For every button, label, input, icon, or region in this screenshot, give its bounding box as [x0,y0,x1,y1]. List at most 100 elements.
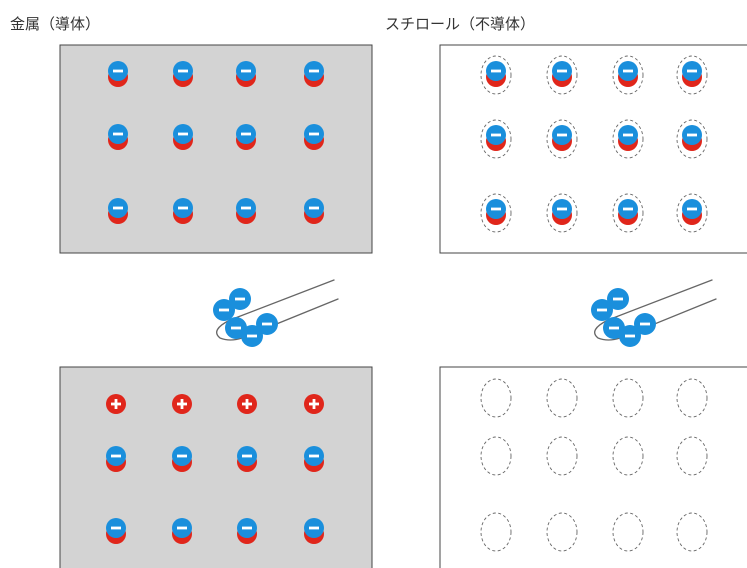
dashed-orbit [480,436,512,476]
panel-frame [439,366,747,568]
bound-charge-pair [304,198,324,224]
bound-charge-pair [304,124,324,150]
dashed-orbit [612,378,644,418]
minus-sign [623,69,633,73]
dashed-orbit [676,378,708,418]
plus-sign-v [180,399,184,409]
minus-sign [557,133,567,137]
minus-sign [687,133,697,137]
bound-charge-pair [552,125,572,151]
bound-charge-pair [108,198,128,224]
plus-sign-v [114,399,118,409]
bound-charge-pair [172,518,192,544]
minus-sign [241,206,251,210]
minus-sign [309,206,319,210]
bound-charge-pair [618,199,638,225]
minus-sign [597,308,607,312]
electron [591,299,613,321]
bound-charge-pair [304,61,324,87]
bound-charge-pair [237,518,257,544]
minus-sign [177,454,187,458]
minus-sign [609,326,619,330]
electron [229,288,251,310]
minus-sign [178,69,188,73]
bound-charge-pair [682,125,702,151]
plus-sign-v [245,399,249,409]
dashed-orbit [612,119,644,159]
minus-sign [623,207,633,211]
minus-sign [625,334,635,338]
electron [256,313,278,335]
dashed-orbit [546,55,578,95]
minus-sign [640,322,650,326]
dashed-orbit [676,512,708,552]
rod-outline [594,279,717,341]
bound-charge-pair [106,518,126,544]
minus-sign [111,454,121,458]
dashed-orbit [480,55,512,95]
electron [634,313,656,335]
bound-charge-pair [108,61,128,87]
plus-sign-v [312,399,316,409]
bound-charge-pair [618,61,638,87]
dashed-orbit [480,119,512,159]
panel-styro-before [439,44,747,254]
dashed-orbit [546,436,578,476]
minus-sign [111,526,121,530]
bound-charge-pair [304,518,324,544]
panel-metal-before [59,44,373,254]
minus-sign [262,322,272,326]
minus-sign [309,69,319,73]
dashed-orbit [480,378,512,418]
bound-charge-pair [236,61,256,87]
minus-sign [491,207,501,211]
dashed-orbit [546,193,578,233]
minus-sign [491,69,501,73]
minus-sign [178,206,188,210]
metal-charged-rod [213,279,339,347]
panel-metal-after [59,366,373,568]
minus-sign [613,297,623,301]
minus-sign [242,526,252,530]
dashed-orbit [612,55,644,95]
dashed-orbit [546,378,578,418]
electron [619,325,641,347]
minus-sign [178,132,188,136]
bound-charge-pair [173,124,193,150]
minus-sign [113,206,123,210]
minus-sign [219,308,229,312]
bound-charge-pair [304,446,324,472]
bound-charge-pair [682,61,702,87]
bound-charge-pair [552,199,572,225]
proton [237,394,257,414]
dashed-orbit [676,436,708,476]
minus-sign [241,69,251,73]
bound-charge-pair [172,446,192,472]
proton [304,394,324,414]
bound-charge-pair [486,199,506,225]
bound-charge-pair [173,61,193,87]
styrofoam-title: スチロール（不導体） [385,15,536,33]
minus-sign [177,526,187,530]
dashed-orbit [676,193,708,233]
electron [241,325,263,347]
minus-sign [241,132,251,136]
bound-charge-pair [486,125,506,151]
minus-sign [623,133,633,137]
metal-title: 金属（導体） [10,15,101,33]
bound-charge-pair [173,198,193,224]
rod-outline [216,279,339,341]
bound-charge-pair [552,61,572,87]
dashed-orbit [676,119,708,159]
minus-sign [309,132,319,136]
panel-styro-after [439,366,747,568]
dashed-orbit [480,193,512,233]
minus-sign [113,132,123,136]
bound-charge-pair [106,446,126,472]
minus-sign [687,69,697,73]
minus-sign [309,526,319,530]
bound-charge-pair [236,198,256,224]
minus-sign [235,297,245,301]
electron [607,288,629,310]
